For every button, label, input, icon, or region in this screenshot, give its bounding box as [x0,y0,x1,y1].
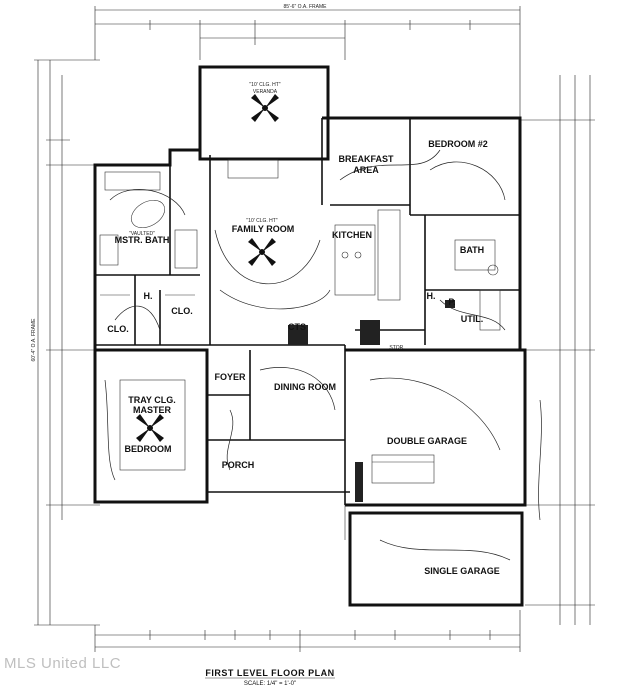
bottom-dimensions [94,610,521,652]
overall-depth-dim: 60'-4" O.A. FRAME [31,318,37,362]
overall-width-dim: 85'-6" O.A. FRAME [283,4,327,10]
bath-label: BATH [460,245,484,255]
mstr-bath-label: MSTR. BATH [115,235,170,245]
breakfast-label: BREAKFAST [338,154,394,164]
mstr-bath-vaulted-label: "VAULTED" [129,231,155,237]
storage-label: STOR. [389,345,404,351]
room-labels: "10' CLG. HT" VERANDA BREAKFAST AREA BED… [107,82,500,576]
bedroom2-label: BEDROOM #2 [428,139,488,149]
single-garage-label: SINGLE GARAGE [424,566,500,576]
electrical-runs [104,149,542,561]
cts-label: CTS [288,322,306,332]
watermark: MLS United LLC [4,655,122,672]
top-dimensions: 85'-6" O.A. FRAME [94,4,521,120]
veranda-label: VERANDA [253,89,278,95]
family-fan-icon [248,238,276,266]
porch-label: PORCH [222,460,255,470]
master-bedroom-label: BEDROOM [125,444,172,454]
hall-left-label: H. [144,291,153,301]
veranda-clg-label: "10' CLG. HT" [249,82,280,88]
family-room-label: FAMILY ROOM [232,224,295,234]
right-dimensions [520,75,595,625]
hall-right-label: H. [427,291,436,301]
master-label: MASTER [133,405,172,415]
foyer-label: FOYER [214,372,246,382]
toilet-icon [487,264,499,276]
tub-icon [130,199,166,229]
dining-room-label: DINING ROOM [274,382,336,392]
double-garage-label: DOUBLE GARAGE [387,436,467,446]
title-block: FIRST LEVEL FLOOR PLAN SCALE: 1/4" = 1'-… [205,668,335,687]
left-dimensions: 60'-4" O.A. FRAME [31,59,100,626]
kitchen-island [334,224,376,296]
plan-scale: SCALE: 1/4" = 1'-0" [244,681,296,687]
ceiling-fans [136,94,279,442]
breakfast-area-label: AREA [353,165,379,175]
tray-ceiling-outline [119,379,186,471]
closet-left-label: CLO. [107,324,129,334]
family-clg-label: "10' CLG. HT" [246,218,277,224]
utility-label: UTIL. [461,314,484,324]
plan-title: FIRST LEVEL FLOOR PLAN [205,668,334,678]
fixtures [99,199,501,502]
kitchen-label: KITCHEN [332,230,372,240]
master-fan-icon [136,414,164,442]
pantry-label: P. [448,297,455,307]
master-tray-label: TRAY CLG. [128,395,176,405]
closet-right-label: CLO. [171,306,193,316]
veranda-fan-icon [251,94,279,122]
